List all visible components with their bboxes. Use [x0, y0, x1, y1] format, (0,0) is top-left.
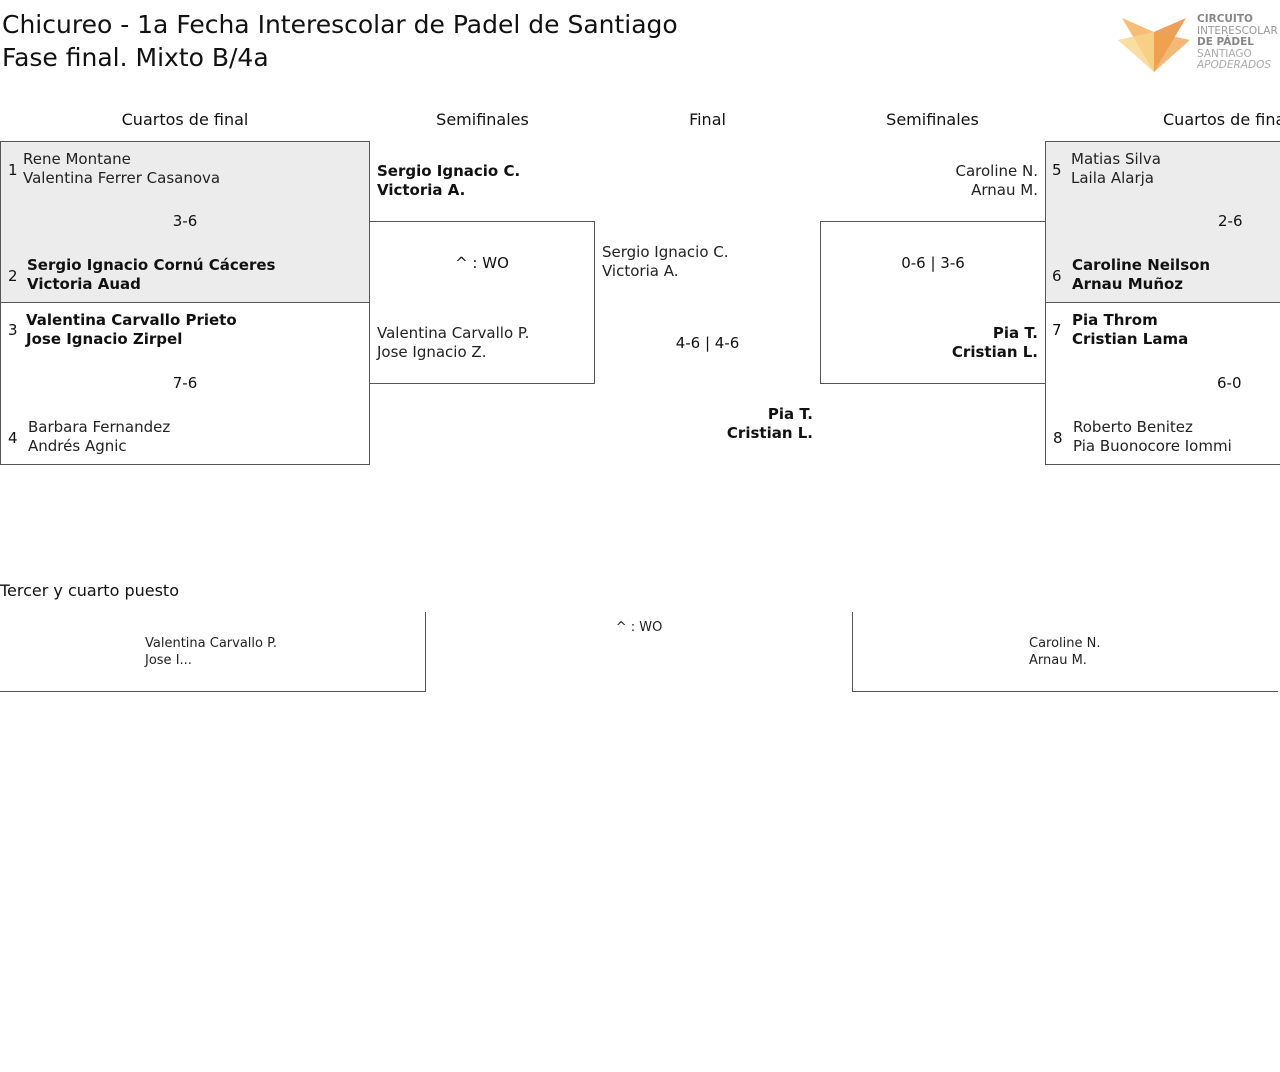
- team-player: Victoria A.: [602, 262, 679, 280]
- team-player-winner: Victoria A.: [377, 181, 466, 199]
- quarterfinal-match-2[interactable]: 3 Valentina Carvallo Prieto Jose Ignacio…: [0, 302, 370, 465]
- team-player-winner: Sergio Ignacio Cornú Cáceres: [27, 256, 276, 274]
- team-player-winner: Arnau Muñoz: [1072, 275, 1184, 293]
- team-player: Arnau M.: [1029, 653, 1087, 668]
- seed-number: 2: [8, 267, 18, 285]
- logo-text-3: DE PÁDEL: [1197, 36, 1254, 49]
- seed-number: 4: [8, 429, 18, 447]
- team-player-winner: Sergio Ignacio C.: [377, 162, 521, 180]
- quarterfinal-match-3[interactable]: 5 Matias Silva Laila Alarja 2-6 6 Caroli…: [1045, 141, 1280, 303]
- third-place-title: Tercer y cuarto puesto: [0, 581, 179, 600]
- match-score: 6-0: [1217, 374, 1242, 392]
- header-quarterfinals-left: Cuartos de final: [121, 110, 249, 129]
- match-score: 0-6 | 3-6: [901, 254, 965, 272]
- circuit-logo: CIRCUITO INTERESCOLAR DE PÁDEL SANTIAGO …: [1118, 13, 1280, 76]
- title-line-1: Chicureo - 1a Fecha Interescolar de Pade…: [2, 10, 678, 39]
- team-player-winner: Cristian L.: [726, 424, 813, 442]
- team-player-winner: Victoria Auad: [27, 275, 141, 293]
- seed-number: 8: [1053, 429, 1063, 447]
- seed-number: 3: [8, 321, 18, 339]
- seed-number: 6: [1052, 267, 1062, 285]
- semifinal-left-team-a: Sergio Ignacio C. Victoria A.: [377, 162, 520, 200]
- team-player-winner: Valentina Carvallo Prieto: [26, 311, 237, 329]
- team-player: Roberto Benitez: [1073, 418, 1193, 436]
- quarterfinal-match-1[interactable]: 1 Rene Montane Valentina Ferrer Casanova…: [0, 141, 370, 303]
- header-semifinals-left: Semifinales: [436, 110, 529, 129]
- quarterfinal-match-4[interactable]: 7 Pia Throm Cristian Lama 6-0 8 Roberto …: [1045, 302, 1280, 465]
- team-player: Barbara Fernandez: [28, 418, 171, 436]
- third-place-team-a[interactable]: Valentina Carvallo P. Jose I...: [0, 612, 426, 692]
- team-player: Laila Alarja: [1071, 169, 1154, 187]
- third-place-team-b[interactable]: Caroline N. Arnau M.: [852, 612, 1278, 692]
- final-score: 4-6 | 4-6: [675, 334, 740, 352]
- team-player-winner: Caroline Neilson: [1072, 256, 1211, 274]
- third-place-score: ^ : WO: [615, 620, 663, 635]
- logo-text-5: APODERADOS: [1197, 59, 1271, 72]
- team-player: Pia Buonocore Iommi: [1073, 437, 1232, 455]
- team-player: Matias Silva: [1071, 150, 1161, 168]
- semifinal-match-right[interactable]: 0-6 | 3-6 Pia T. Cristian L.: [820, 221, 1046, 384]
- logo-text-4: SANTIAGO: [1197, 47, 1252, 60]
- team-player: Arnau M.: [971, 181, 1038, 199]
- final-team-b: Pia T. Cristian L.: [595, 405, 813, 443]
- fox-logo-icon: [1118, 18, 1190, 72]
- team-player: Valentina Carvallo P.: [377, 324, 530, 342]
- team-player: Valentina Carvallo P.: [145, 636, 278, 651]
- match-score: 3-6: [172, 212, 198, 230]
- team-player-winner: Cristian L.: [951, 343, 1038, 361]
- team-player: Andrés Agnic: [28, 437, 127, 455]
- team-player: Sergio Ignacio C.: [602, 243, 729, 261]
- semifinal-right-team-a: Caroline N. Arnau M.: [820, 162, 1038, 200]
- logo-text-2: INTERESCOLAR: [1197, 24, 1278, 37]
- page-title: Chicureo - 1a Fecha Interescolar de Pade…: [2, 8, 678, 74]
- team-player: Caroline N.: [955, 162, 1038, 180]
- team-player-winner: Pia Throm: [1072, 311, 1158, 329]
- team-player: Valentina Ferrer Casanova: [23, 169, 221, 187]
- logo-text-1: CIRCUITO: [1197, 13, 1253, 25]
- team-player-winner: Jose Ignacio Zirpel: [26, 330, 183, 348]
- seed-number: 1: [8, 161, 18, 179]
- match-score: ^ : WO: [455, 254, 509, 272]
- team-player: Jose I...: [145, 653, 192, 668]
- match-score: 2-6: [1218, 212, 1243, 230]
- team-player: Caroline N.: [1029, 636, 1101, 651]
- seed-number: 7: [1052, 321, 1062, 339]
- team-player: Jose Ignacio Z.: [377, 343, 487, 361]
- seed-number: 5: [1052, 161, 1062, 179]
- team-player-winner: Pia T.: [992, 324, 1038, 342]
- header-quarterfinals-right: Cuartos de final: [1163, 110, 1280, 129]
- semifinal-match-left[interactable]: ^ : WO Valentina Carvallo P. Jose Ignaci…: [369, 221, 595, 384]
- header-final: Final: [689, 110, 726, 129]
- team-player-winner: Pia T.: [767, 405, 813, 423]
- team-player: Rene Montane: [23, 150, 131, 168]
- team-player-winner: Cristian Lama: [1072, 330, 1189, 348]
- header-semifinals-right: Semifinales: [886, 110, 979, 129]
- match-score: 7-6: [172, 374, 198, 392]
- final-team-a: Sergio Ignacio C. Victoria A.: [602, 243, 729, 281]
- title-line-2: Fase final. Mixto B/4a: [2, 43, 269, 72]
